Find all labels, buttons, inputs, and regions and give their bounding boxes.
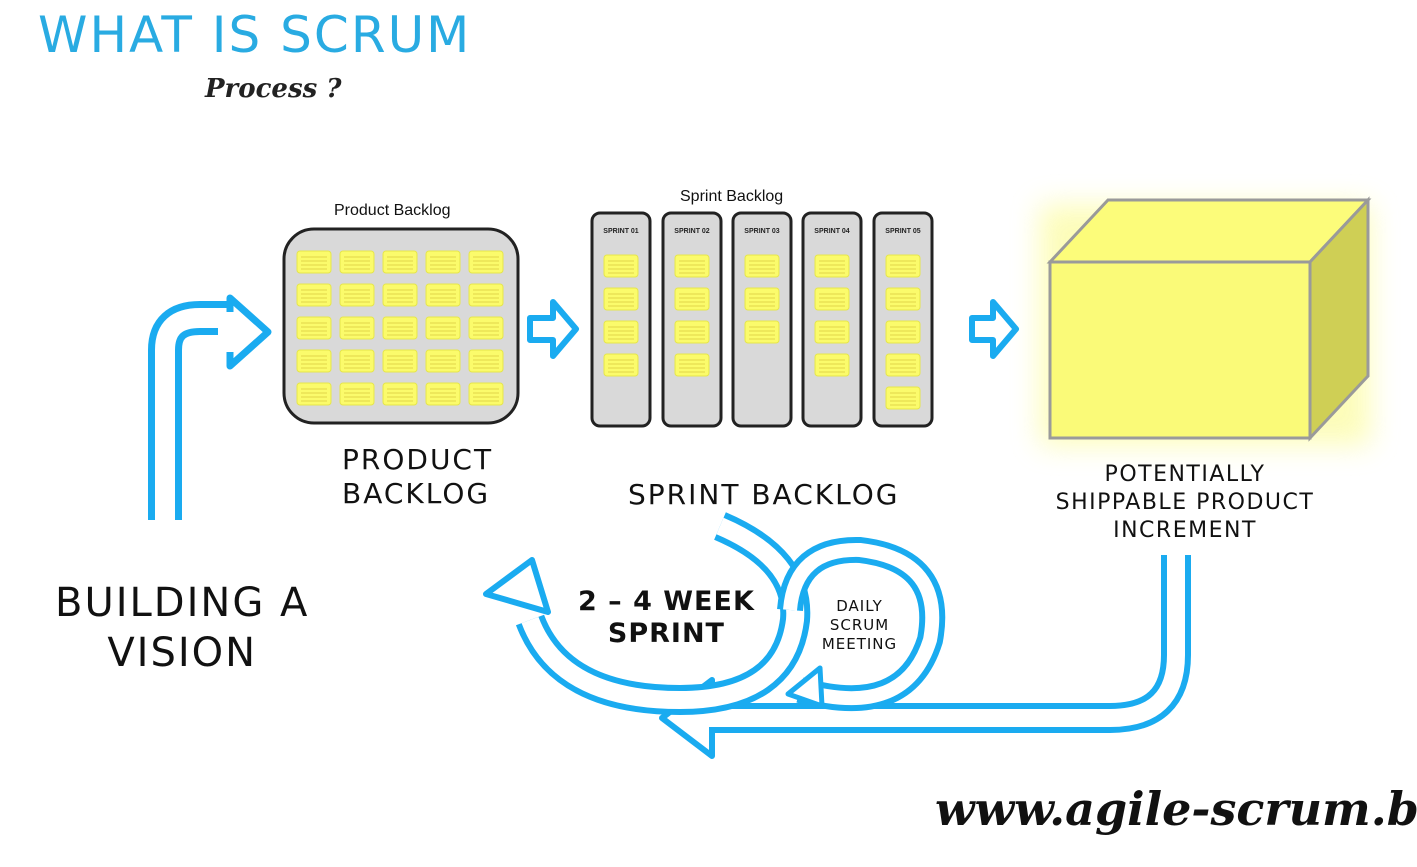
- increment-label-line1: POTENTIALLY: [1104, 462, 1266, 487]
- sprint-cycle-label-line1: 2 – 4 WEEK: [578, 586, 755, 617]
- sprint-column-label: SPRINT 01: [603, 228, 639, 235]
- backlog-sticky-note: [382, 316, 418, 340]
- increment-label: POTENTIALLY SHIPPABLE PRODUCT INCREMENT: [1030, 461, 1340, 545]
- vision-label-line1: BUILDING A: [55, 580, 310, 626]
- sprint-column-label: SPRINT 05: [885, 228, 921, 235]
- sprint-backlog-label: SPRINT BACKLOG: [628, 478, 900, 511]
- vision-arrow: [148, 292, 272, 520]
- sprint-sticky-note: [603, 320, 639, 344]
- backlog-sticky-note: [468, 283, 504, 307]
- backlog-sticky-note: [382, 382, 418, 406]
- backlog-sticky-note: [339, 349, 375, 373]
- page-subtitle: Process ?: [205, 74, 342, 104]
- sprint-sticky-note: [885, 287, 921, 311]
- product-backlog-caption: Product Backlog: [334, 202, 451, 219]
- sprint-column: SPRINT 04: [801, 211, 863, 428]
- sprint-sticky-note: [744, 254, 780, 278]
- daily-scrum-label-line1: DAILY: [836, 597, 883, 615]
- sprint-column-label: SPRINT 02: [674, 228, 710, 235]
- backlog-sticky-note: [296, 316, 332, 340]
- vision-label-line2: VISION: [107, 630, 258, 676]
- backlog-sticky-note: [296, 349, 332, 373]
- backlog-sticky-note: [425, 283, 461, 307]
- sprint-sticky-note: [603, 353, 639, 377]
- backlog-sticky-note: [339, 382, 375, 406]
- sprint-column: SPRINT 02: [661, 211, 723, 428]
- sprint-column-panel: [590, 211, 652, 428]
- product-backlog-label: PRODUCT BACKLOG: [342, 443, 493, 511]
- sprint-sticky-note: [744, 287, 780, 311]
- sprint-sticky-note: [674, 320, 710, 344]
- vision-label: BUILDING A VISION: [55, 578, 309, 678]
- page-title: WHAT IS SCRUM: [38, 6, 472, 64]
- sprint-backlog-caption: Sprint Backlog: [680, 188, 784, 205]
- backlog-sticky-note: [425, 382, 461, 406]
- sprint-sticky-note: [814, 353, 850, 377]
- sprint-cycle-label-line2: SPRINT: [607, 618, 725, 649]
- backlog-sticky-note: [468, 316, 504, 340]
- backlog-sticky-note: [468, 382, 504, 406]
- backlog-sticky-note: [339, 250, 375, 274]
- backlog-sticky-note: [339, 316, 375, 340]
- product-backlog-label-line1: PRODUCT: [342, 443, 494, 476]
- sprint-sticky-note: [674, 254, 710, 278]
- sprint-column-label: SPRINT 03: [744, 228, 780, 235]
- backlog-sticky-note: [296, 250, 332, 274]
- sprint-sticky-note: [744, 320, 780, 344]
- sprint-sticky-note: [603, 254, 639, 278]
- daily-scrum-loop: [777, 536, 946, 712]
- product-backlog-label-line2: BACKLOG: [342, 477, 491, 510]
- sprint-column: SPRINT 01: [590, 211, 652, 428]
- backlog-sticky-note: [382, 283, 418, 307]
- backlog-sticky-note: [468, 250, 504, 274]
- backlog-sticky-note: [382, 250, 418, 274]
- product-backlog-board: [282, 227, 520, 425]
- sprint-sticky-note: [814, 254, 850, 278]
- backlog-sticky-note: [425, 250, 461, 274]
- daily-scrum-label-line2: SCRUM: [829, 616, 890, 634]
- sprint-sticky-note: [885, 320, 921, 344]
- sprint-sticky-note: [814, 320, 850, 344]
- sprint-sticky-note: [603, 287, 639, 311]
- daily-scrum-label-line3: MEETING: [821, 635, 898, 653]
- backlog-sticky-note: [296, 283, 332, 307]
- backlog-sticky-note: [425, 349, 461, 373]
- increment-cube: [1040, 196, 1372, 445]
- sprint-column: SPRINT 03: [731, 211, 793, 428]
- sprint-sticky-note: [674, 287, 710, 311]
- backlog-sticky-note: [382, 349, 418, 373]
- backlog-sticky-note: [339, 283, 375, 307]
- arrow-product-to-sprint: [527, 299, 579, 359]
- website-url: www.agile-scrum.be: [935, 782, 1417, 836]
- increment-label-line2: SHIPPABLE PRODUCT: [1055, 490, 1315, 515]
- backlog-sticky-note: [296, 382, 332, 406]
- sprint-column-label: SPRINT 04: [814, 228, 850, 235]
- daily-scrum-label: DAILY SCRUM MEETING: [812, 597, 907, 654]
- sprint-column: SPRINT 05: [872, 211, 934, 428]
- sprint-column-panel: [661, 211, 723, 428]
- sprint-sticky-note: [885, 386, 921, 410]
- sprint-sticky-note: [674, 353, 710, 377]
- sprint-cycle-label: 2 – 4 WEEK SPRINT: [578, 586, 755, 650]
- sprint-column-panel: [731, 211, 793, 428]
- sprint-sticky-note: [885, 353, 921, 377]
- sprint-cycle-loop: [483, 512, 811, 716]
- backlog-sticky-note: [468, 349, 504, 373]
- sprint-sticky-note: [814, 287, 850, 311]
- sprint-column-panel: [801, 211, 863, 428]
- sprint-backlog-columns: SPRINT 01 SPRINT 02 SPRINT 03 SPRINT 04 SPRI…: [590, 211, 934, 428]
- backlog-sticky-note: [425, 316, 461, 340]
- sprint-sticky-note: [885, 254, 921, 278]
- increment-label-line3: INCREMENT: [1113, 518, 1257, 543]
- arrow-sprint-to-increment: [969, 299, 1019, 359]
